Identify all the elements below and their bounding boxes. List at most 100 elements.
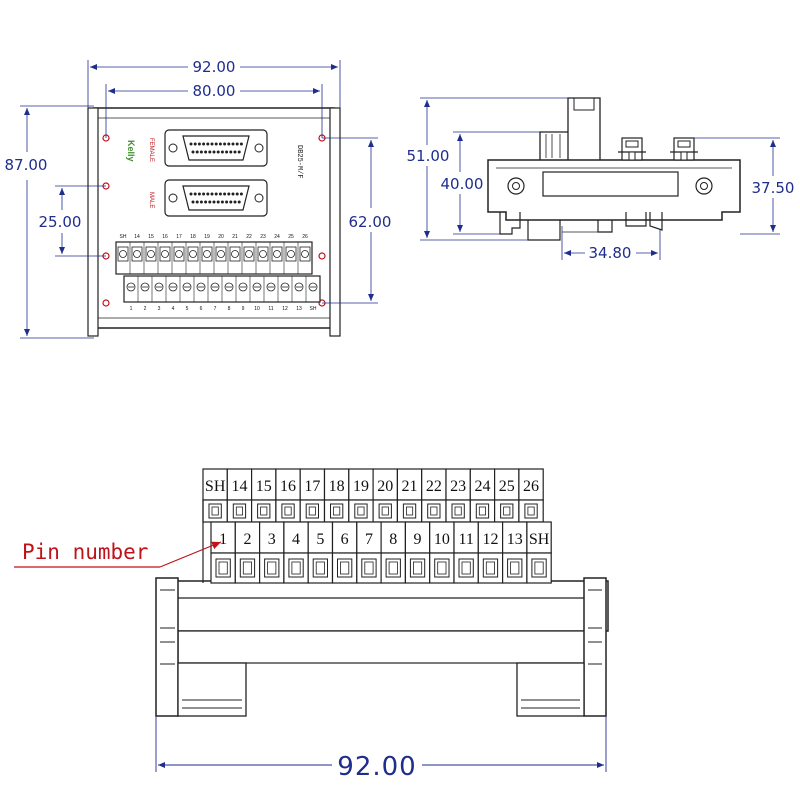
tv-upper-pin-label: 23 (260, 234, 266, 240)
front-upper-pin-label: 23 (450, 478, 466, 495)
tv-screw-icon (287, 250, 295, 258)
tv-lower-pin-label: 2 (144, 306, 147, 312)
side-view: 51.00 40.00 37.50 34.80 (407, 97, 795, 262)
tv-upper-pin-label: 16 (162, 234, 168, 240)
tv-screw-slot (173, 246, 185, 262)
dimension-34-side: 34.80 (561, 226, 661, 262)
front-lower-terminal (356, 552, 382, 584)
db-pin (216, 200, 220, 204)
db-pin (223, 142, 227, 146)
tv-screw-icon (154, 282, 164, 292)
dim-height-body: 40.00 (441, 175, 484, 193)
front-upper-label-cell (372, 468, 399, 501)
front-lower-pin-label: 8 (389, 531, 397, 548)
tv-screw-slot (117, 246, 129, 262)
dim-hole-pitch-left: 25.00 (39, 213, 82, 231)
tv-screw-slot (145, 246, 157, 262)
db-pin (218, 142, 222, 146)
db-pin (199, 200, 203, 204)
tv-screw-icon (210, 282, 220, 292)
dimension-80-top: 80.00 (105, 82, 323, 138)
tv-screw-slot (187, 246, 199, 262)
rail-right (329, 107, 341, 337)
tv-lower-pin-label: 4 (172, 306, 175, 312)
tv-screw-icon (147, 250, 155, 258)
db-pin (189, 192, 193, 196)
db-pin (233, 200, 237, 204)
db-pin (191, 200, 195, 204)
dimension-25-left: 25.00 (39, 185, 106, 257)
front-upper-label-cell (445, 468, 471, 501)
front-upper-pin-label: 22 (426, 478, 442, 495)
tv-lower-pin-label: 3 (158, 306, 161, 312)
tv-screw-slot (285, 246, 297, 262)
dim-width-front: 92.00 (337, 752, 416, 782)
dim-rail-width: 34.80 (589, 244, 632, 262)
tv-screw-icon (308, 282, 318, 292)
front-upper-pin-label: 21 (402, 478, 418, 495)
side-db-screw-1 (618, 137, 646, 161)
db-pin (216, 150, 220, 154)
tv-screw-icon (245, 250, 253, 258)
tv-screw-slot (159, 246, 171, 262)
dim-width-holes: 80.00 (193, 82, 236, 100)
tv-screw-slot (201, 246, 213, 262)
tv-upper-pin-label: 26 (302, 234, 308, 240)
front-upper-terminal-blocks (202, 499, 544, 583)
tv-lower-pin-label: 5 (186, 306, 189, 312)
front-lower-pin-label: 3 (268, 531, 276, 548)
front-upper-label-cell (226, 468, 253, 501)
tv-upper-pin-label: 18 (190, 234, 196, 240)
db-pin (237, 200, 241, 204)
front-upper-pin-label: 14 (231, 478, 247, 495)
db-pin (193, 192, 197, 196)
front-lower-pin-label: 11 (458, 531, 473, 548)
db-pin (235, 192, 239, 196)
db-pin (229, 150, 233, 154)
front-lower-label-cell (526, 521, 552, 554)
front-lower-pin-label: 5 (316, 531, 324, 548)
brand-label: Kelly (126, 140, 136, 162)
front-lower-pin-label: 6 (341, 531, 349, 548)
pin-number-label: Pin number (22, 540, 148, 564)
db-pin (229, 200, 233, 204)
db-pin (225, 150, 229, 154)
tv-screw-slot (131, 246, 143, 262)
db-pin (220, 200, 224, 204)
tv-lower-pin-label: 12 (282, 306, 288, 312)
db25-male-connector: MALE (148, 179, 268, 217)
tv-screw-icon (252, 282, 262, 292)
tv-screw-icon (273, 250, 281, 258)
front-upper-pin-label: 15 (256, 478, 272, 495)
db-pin (206, 192, 210, 196)
front-lower-pin-label: 2 (243, 531, 251, 548)
tv-lower-pin-label: 8 (228, 306, 231, 312)
dimension-62-right: 62.00 (322, 137, 391, 304)
dimension-40-side: 40.00 (441, 131, 540, 235)
front-upper-label-cell (299, 468, 326, 501)
db-pin (235, 142, 239, 146)
dim-height-right: 37.50 (752, 179, 795, 197)
tv-screw-icon (294, 282, 304, 292)
tv-screw-icon (161, 250, 169, 258)
tv-screw-slot (271, 246, 283, 262)
front-lower-pin-label: 10 (434, 531, 450, 548)
front-upper-label-cell (469, 468, 496, 501)
dimension-92-front: 92.00 (155, 716, 607, 782)
front-lower-pin-label: 4 (292, 531, 300, 548)
tv-screw-slot (257, 246, 269, 262)
tv-screw-icon (301, 250, 309, 258)
front-lower-pin-label: 7 (365, 531, 373, 548)
front-lower-label-cell (477, 521, 504, 554)
dim-height-total: 51.00 (407, 147, 450, 165)
db-pin (197, 142, 201, 146)
db-pin (218, 192, 222, 196)
db-pin (189, 142, 193, 146)
tv-screw-icon (126, 282, 136, 292)
tv-lower-pin-label: 10 (254, 306, 260, 312)
db-pin (214, 192, 218, 196)
tv-screw-icon (224, 282, 234, 292)
tv-screw-icon (182, 282, 192, 292)
tv-upper-pin-label: 24 (274, 234, 280, 240)
